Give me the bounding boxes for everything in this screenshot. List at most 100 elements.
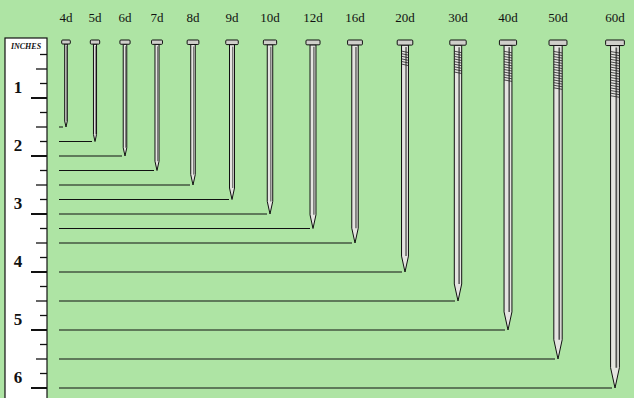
nail-head (120, 40, 130, 44)
grip-ring (402, 51, 409, 53)
nail-shank (454, 45, 461, 301)
grip-ring (554, 62, 562, 64)
nail-shank (230, 45, 235, 200)
length-line (59, 185, 190, 186)
nail (606, 40, 625, 388)
nail-shade (405, 47, 406, 256)
length-line (59, 388, 612, 389)
grip-ring (402, 54, 409, 56)
nail-head (397, 40, 413, 45)
grip-ring (504, 77, 512, 79)
nail (90, 40, 99, 142)
nail-size: 7d (151, 11, 164, 24)
grip-ring (611, 62, 620, 64)
nail-shade (558, 47, 560, 339)
ruler-tick (31, 155, 47, 157)
grip-ring (554, 54, 562, 56)
length-line (59, 330, 505, 331)
nail-head (606, 40, 625, 46)
nail-size: 50d (548, 11, 568, 24)
nail-shank (123, 44, 127, 156)
ruler-tick (36, 126, 47, 127)
length-line (59, 301, 455, 302)
nail-head (549, 40, 567, 45)
nail-size: 30d (448, 11, 468, 24)
grip-ring (402, 56, 409, 58)
grip-ring (611, 91, 620, 93)
nail-size: 12d (303, 11, 323, 24)
inch-number: 3 (14, 195, 23, 212)
length-line (59, 228, 310, 229)
length-line (59, 359, 555, 360)
length-line (59, 141, 92, 142)
ruler-tick (31, 329, 47, 331)
nail-size: 16d (345, 11, 365, 24)
length-line (59, 214, 267, 215)
grip-ring (611, 85, 620, 87)
grip-ring (554, 51, 562, 53)
nail-size: 9d (226, 11, 239, 24)
grip-ring (402, 64, 409, 66)
length-line (59, 127, 63, 128)
nail (187, 40, 199, 185)
nail-head (62, 40, 71, 44)
grip-ring (554, 75, 562, 77)
length-line (59, 272, 402, 273)
grip-ring (611, 72, 620, 74)
grip-ring (554, 85, 562, 87)
grip-ring (504, 62, 512, 64)
grip-ring (611, 83, 620, 85)
grip-ring (454, 56, 461, 58)
nail-size: 20d (395, 11, 415, 24)
grip-ring (454, 62, 461, 64)
nail-head (499, 40, 516, 45)
nail-shank (191, 44, 196, 185)
grip-ring (554, 67, 562, 69)
grip-ring (611, 75, 620, 77)
ruler-tick (40, 373, 47, 374)
nail-shade (270, 47, 271, 202)
ruler-tick (36, 300, 47, 301)
ruler-tick (40, 228, 47, 229)
nail-shade (193, 46, 194, 174)
unit-label: INCHES (11, 43, 41, 51)
length-line (59, 156, 122, 157)
grip-ring (611, 67, 620, 69)
grip-ring (504, 59, 512, 61)
grip-ring (454, 69, 461, 71)
grip-ring (611, 57, 620, 59)
ruler-tick (40, 286, 47, 287)
nail (499, 40, 516, 330)
ruler-tick (40, 257, 47, 258)
nail-shade (355, 47, 356, 228)
nail-head (187, 40, 199, 44)
nail-shank (611, 46, 620, 388)
ruler-tick (40, 315, 47, 316)
nail-head (226, 40, 239, 45)
nail-shade (95, 46, 96, 134)
grip-ring (504, 64, 512, 66)
nail-size: 10d (260, 11, 280, 24)
nail-shade (125, 46, 126, 148)
ruler-tick (40, 344, 47, 345)
grip-ring (611, 65, 620, 67)
grip-ring (454, 72, 461, 74)
nail (397, 40, 413, 272)
nail-shade (508, 47, 510, 312)
nail-shade (66, 46, 67, 121)
nail-shank (267, 45, 272, 214)
grip-ring (554, 72, 562, 74)
grip-ring (611, 80, 620, 82)
length-line (59, 199, 229, 200)
grip-ring (454, 64, 461, 66)
inch-number: 2 (14, 137, 23, 154)
grip-ring (504, 80, 512, 82)
nail-size: 5d (89, 11, 102, 24)
nail-size: 6d (119, 11, 132, 24)
ruler-tick (36, 68, 47, 69)
grip-ring (554, 88, 562, 90)
grip-ring (611, 59, 620, 61)
nail (549, 40, 567, 359)
grip-ring (402, 59, 409, 61)
grip-ring (554, 83, 562, 85)
